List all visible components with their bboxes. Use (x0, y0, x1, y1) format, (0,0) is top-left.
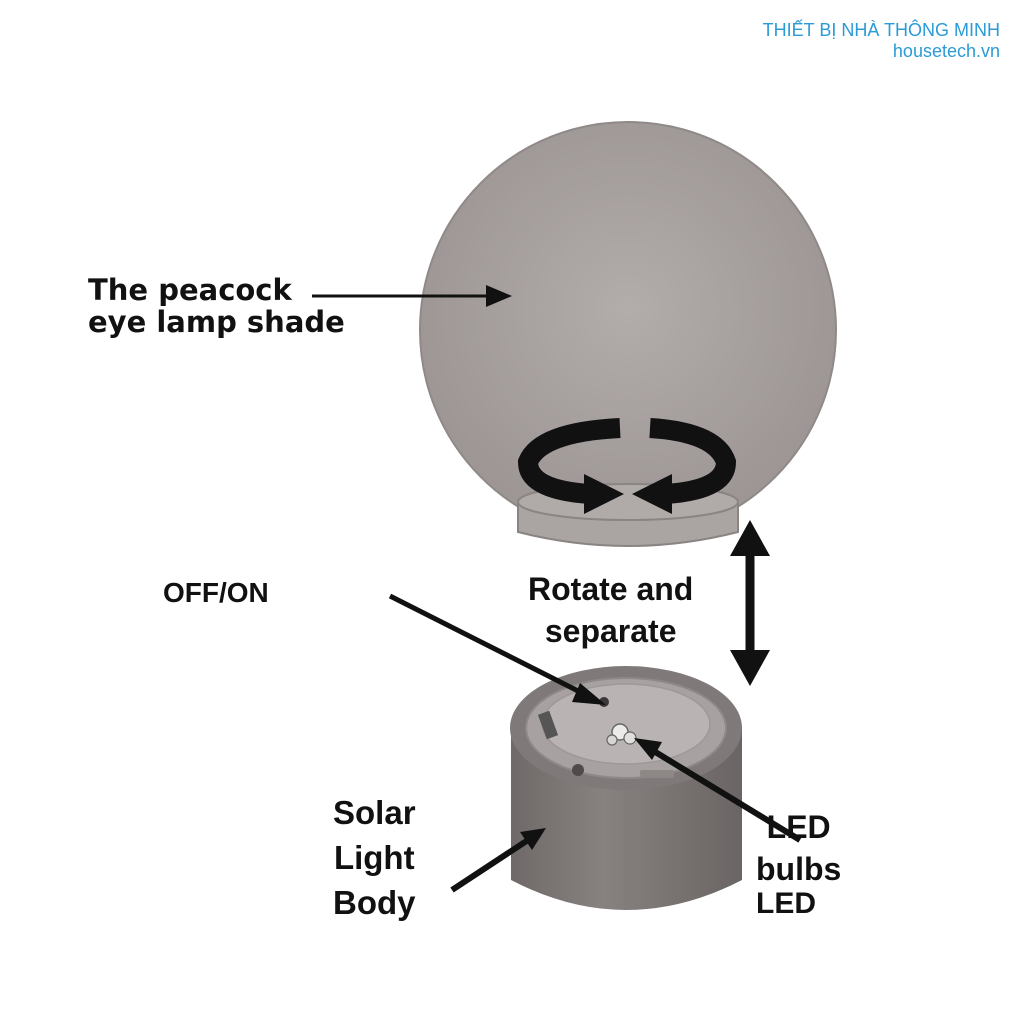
arrow-lamp-shade (312, 285, 512, 307)
label-lamp-shade: The peacock eye lamp shade (88, 274, 345, 338)
label-rotate-line1: Rotate and (528, 571, 694, 607)
arrow-body (450, 828, 546, 893)
arrow-off-on (388, 593, 606, 705)
label-body-line3: Body (333, 884, 416, 921)
label-led-line2: bulbs (756, 851, 842, 887)
label-off-on: OFF/ON (163, 577, 269, 608)
label-rotate-line2: separate (544, 613, 677, 649)
label-body-line2: Light (333, 839, 415, 876)
label-body-line1: Solar (333, 794, 416, 831)
label-solar-light-body: Solar Light Body (333, 790, 416, 925)
label-lamp-shade-line1: The peacock (88, 273, 292, 307)
watermark: THIẾT BỊ NHÀ THÔNG MINH housetech.vn (763, 20, 1000, 62)
lamp-shade (419, 121, 837, 547)
led-bulbs (606, 723, 637, 746)
label-led-extra: LED (756, 887, 816, 920)
label-led-bulbs: LED bulbs (756, 806, 841, 890)
arrow-led (634, 738, 802, 843)
solar-light-body (510, 666, 742, 910)
rotate-arrows-icon (517, 418, 737, 514)
label-lamp-shade-line2: eye lamp shade (88, 305, 345, 339)
label-led-line1: LED (766, 809, 831, 845)
watermark-line1: THIẾT BỊ NHÀ THÔNG MINH (762, 20, 1000, 40)
arrow-separate-double (730, 520, 770, 686)
watermark-line2: housetech.vn (892, 41, 1000, 61)
label-rotate-separate: Rotate and separate (528, 568, 693, 652)
